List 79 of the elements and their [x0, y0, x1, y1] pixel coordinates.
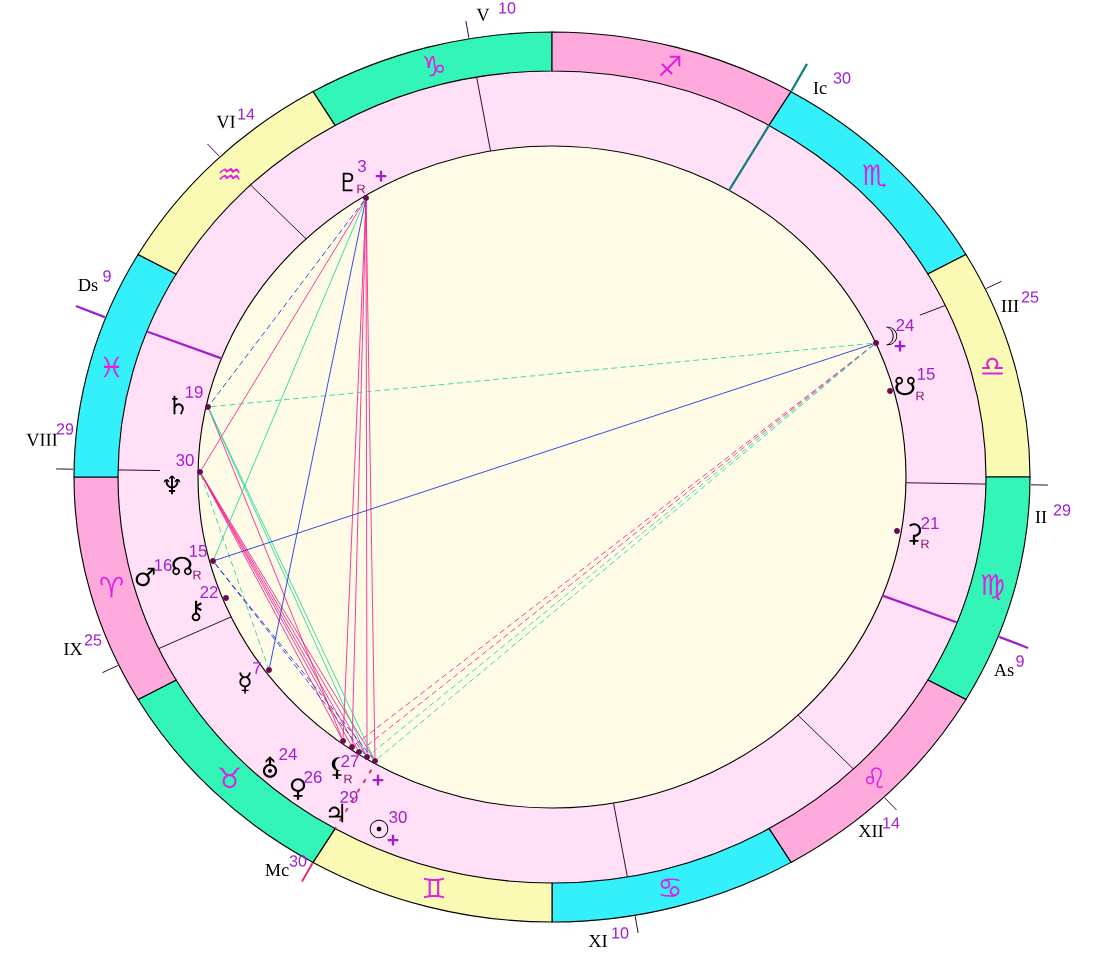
degree-label: 9 — [103, 270, 111, 282]
planet-symbol: ⚷ — [191, 600, 202, 622]
planet-symbol: ⚳ — [909, 523, 922, 545]
degree-label: 3 — [357, 160, 366, 172]
degree-label: 25 — [1021, 291, 1039, 303]
planet-symbol: ♂ — [135, 567, 155, 587]
degree-label: 30 — [289, 855, 307, 867]
degree-label: 15 — [917, 368, 935, 380]
aspect-line — [209, 200, 365, 405]
retrograde-label: R — [344, 774, 352, 784]
degree-label: 25 — [84, 634, 102, 646]
aspect-line — [200, 474, 269, 668]
planet-symbol: ☉ — [369, 819, 389, 839]
degree-label: 29 — [340, 791, 358, 803]
degree-label: 24 — [896, 319, 914, 331]
house-label: V — [476, 8, 490, 22]
planet-symbol: ♀ — [290, 778, 306, 800]
zodiac-symbol: ♓ — [103, 356, 120, 378]
degree-label: 9 — [1016, 655, 1024, 667]
zodiac-symbol: ♒ — [219, 168, 240, 180]
plus-sign: + — [375, 170, 387, 182]
retrograde-label: R — [916, 391, 924, 401]
aspect-line — [210, 342, 874, 408]
planet-symbol: ♆ — [163, 475, 181, 495]
zodiac-symbol: ♌ — [865, 767, 884, 789]
zodiac-symbol: ♈ — [100, 576, 123, 598]
degree-label: 14 — [883, 817, 900, 829]
degree-label: 14 — [238, 108, 255, 120]
degree-label: 29 — [1053, 504, 1071, 516]
house-label: XI — [588, 935, 607, 947]
aspect-line — [213, 200, 366, 559]
house-label: XII — [858, 825, 884, 837]
degree-label: 19 — [185, 386, 203, 398]
retrograde-label: R — [193, 570, 201, 580]
house-label: III — [1001, 300, 1019, 312]
zodiac-symbol: ♊ — [424, 877, 444, 899]
house-label: VIII — [26, 433, 58, 447]
degree-label: 29 — [56, 423, 74, 435]
planet-symbol: ♄ — [172, 395, 184, 415]
plus-sign: + — [372, 774, 384, 786]
degree-label: 15 — [189, 545, 207, 557]
house-label: II — [1035, 511, 1047, 523]
planet-symbol: ⚸ — [331, 757, 342, 779]
zodiac-symbol: ♑ — [424, 55, 444, 77]
planet-symbol: ☿ — [239, 672, 251, 694]
degree-label: 24 — [279, 748, 297, 760]
zodiac-symbol: ♍ — [981, 574, 1004, 600]
planet-symbol: ☋ — [895, 376, 915, 396]
degree-label: 30 — [176, 454, 194, 466]
zodiac-symbol: ♉ — [219, 767, 240, 789]
degree-label: 21 — [921, 517, 939, 529]
zodiac-symbol: ♋ — [660, 878, 680, 897]
planet-symbol: ♃ — [328, 803, 344, 823]
planet-symbol: ☊ — [172, 556, 192, 576]
retrograde-label: R — [357, 184, 365, 194]
aspect-line — [269, 200, 366, 668]
aspect-line — [365, 200, 376, 759]
zodiac-symbol: ♎ — [982, 357, 1003, 375]
degree-label: 30 — [389, 811, 407, 823]
degree-label: 7 — [253, 662, 261, 674]
degree-label: 27 — [341, 755, 359, 767]
house-label: VI — [216, 115, 235, 129]
house-label: As — [994, 663, 1014, 677]
zodiac-symbol: ♐ — [659, 55, 681, 77]
house-label: Ic — [813, 81, 827, 95]
degree-label: 22 — [200, 586, 218, 598]
planet-symbol: ⛢ — [262, 756, 278, 778]
degree-label: 10 — [499, 2, 516, 14]
retrograde-label: R — [921, 539, 929, 549]
house-label: IX — [64, 643, 83, 655]
degree-label: 26 — [304, 771, 322, 783]
aspect-line — [215, 343, 874, 561]
degree-label: 16 — [154, 559, 172, 571]
planet-symbol: ♇ — [342, 172, 354, 192]
house-label: Mc — [265, 863, 289, 877]
degree-label: 30 — [833, 72, 851, 84]
degree-label: 10 — [612, 927, 629, 939]
zodiac-symbol: ♏ — [862, 164, 887, 188]
house-label: Ds — [78, 278, 98, 292]
